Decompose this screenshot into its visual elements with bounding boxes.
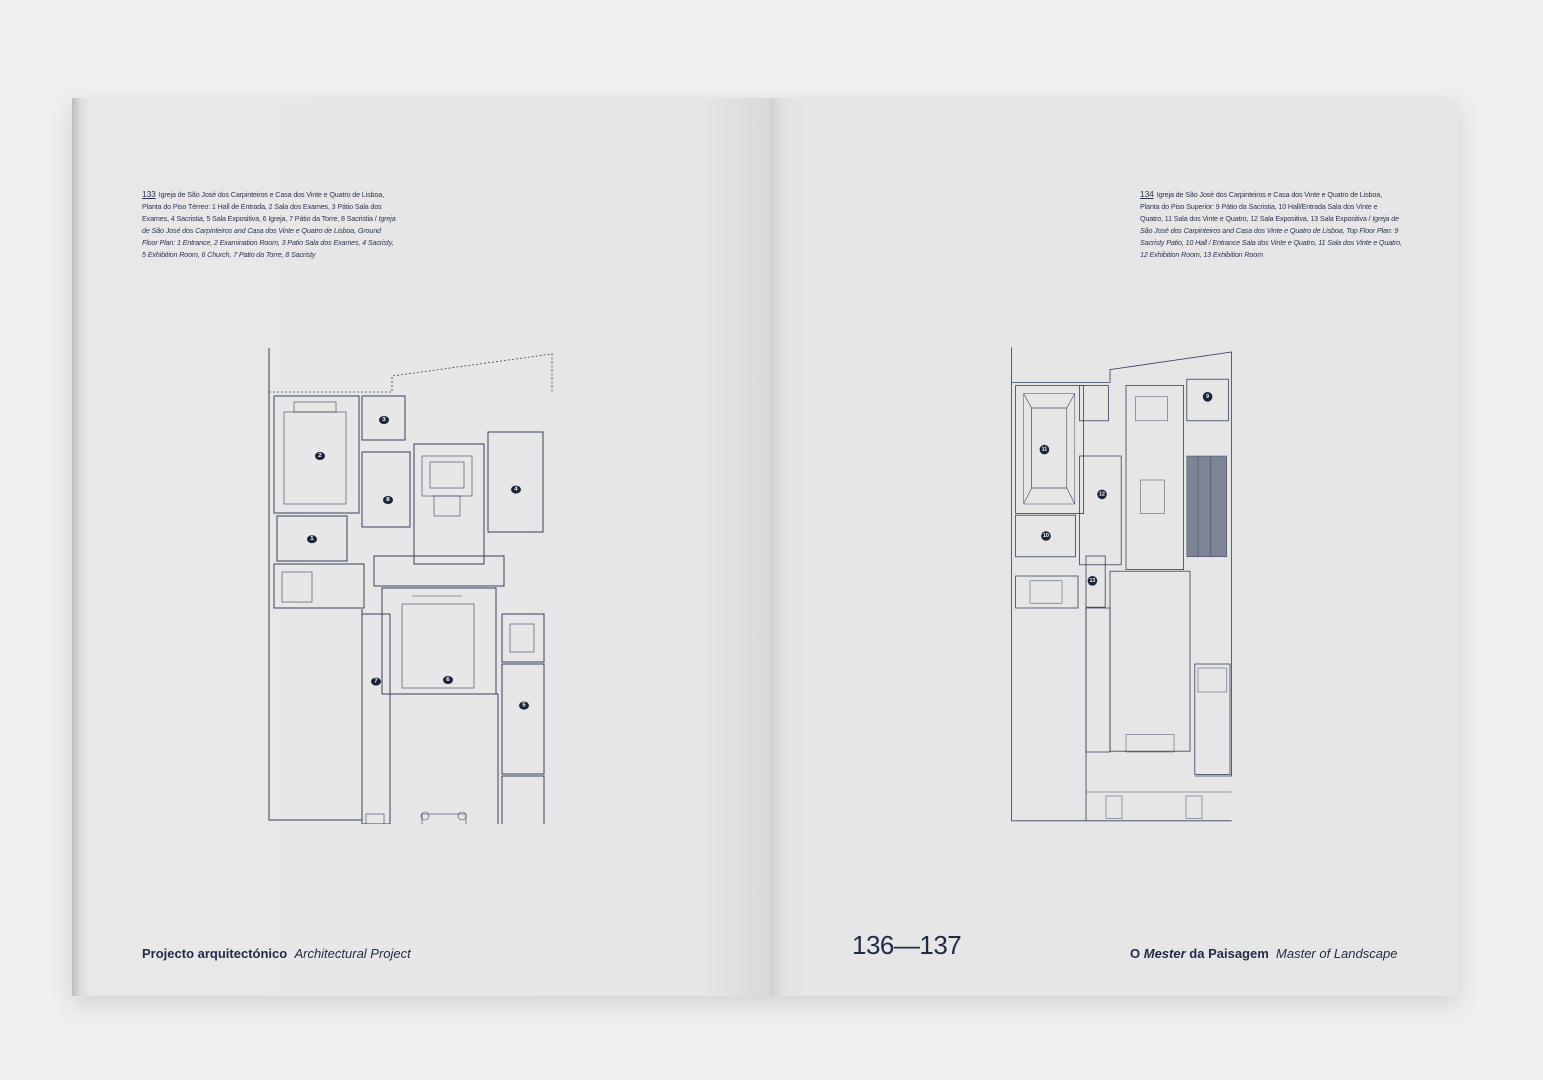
room-labels: 9 10 11 12 13 bbox=[1039, 392, 1213, 586]
room-label-12: 12 bbox=[1097, 489, 1107, 500]
svg-text:10: 10 bbox=[1043, 533, 1049, 539]
svg-text:7: 7 bbox=[374, 679, 378, 684]
room-label-8: 8 bbox=[383, 496, 393, 504]
svg-text:1: 1 bbox=[310, 537, 314, 542]
room-label-4: 4 bbox=[511, 485, 521, 494]
caption-text-en: Igreja de São José dos Carpinteiros and … bbox=[142, 214, 396, 259]
svg-text:6: 6 bbox=[446, 677, 450, 682]
svg-text:8: 8 bbox=[386, 497, 390, 502]
plan-walls bbox=[268, 348, 553, 824]
room-label-7: 7 bbox=[371, 677, 381, 686]
svg-text:2: 2 bbox=[318, 453, 322, 458]
footer-da-paisagem: da Paisagem bbox=[1189, 946, 1269, 961]
page-edge bbox=[72, 98, 80, 996]
plan-walls bbox=[1011, 347, 1232, 822]
footer-o: O bbox=[1130, 946, 1141, 961]
ground-floor-plan: 1 2 3 4 5 6 7 8 bbox=[268, 348, 553, 824]
svg-text:4: 4 bbox=[514, 487, 518, 492]
caption-text-pt: Igreja de São José dos Carpinteiros e Ca… bbox=[1140, 190, 1382, 223]
footer-title-en: Master of Landscape bbox=[1276, 946, 1398, 961]
room-label-2: 2 bbox=[315, 452, 325, 460]
left-footer: Projecto arquitectónico Architectural Pr… bbox=[142, 946, 411, 961]
svg-text:9: 9 bbox=[1206, 394, 1209, 400]
caption-number: 134 bbox=[1140, 189, 1154, 199]
caption-text-en: Igreja de São José dos Carpinteiros and … bbox=[1140, 214, 1402, 259]
room-label-3: 3 bbox=[379, 416, 389, 424]
room-labels: 1 2 3 4 5 6 7 8 bbox=[307, 416, 529, 710]
svg-text:5: 5 bbox=[522, 703, 526, 708]
svg-text:3: 3 bbox=[382, 417, 386, 422]
room-label-6: 6 bbox=[443, 676, 453, 684]
svg-text:13: 13 bbox=[1090, 578, 1096, 584]
page-numbers: 136—137 bbox=[852, 930, 962, 960]
top-floor-plan: 9 10 11 12 13 bbox=[1011, 347, 1232, 822]
footer-mester: Mester bbox=[1143, 946, 1186, 961]
footer-title-en: Architectural Project bbox=[294, 946, 411, 961]
caption-text-pt: Igreja de São José dos Carpinteiros e Ca… bbox=[142, 190, 384, 223]
svg-text:11: 11 bbox=[1042, 447, 1048, 453]
room-label-1: 1 bbox=[307, 535, 317, 544]
room-label-9: 9 bbox=[1202, 392, 1213, 402]
right-footer: O Mester da Paisagem Master of Landscape bbox=[1130, 946, 1397, 961]
room-label-13: 13 bbox=[1087, 576, 1098, 586]
room-label-11: 11 bbox=[1039, 444, 1050, 455]
room-label-10: 10 bbox=[1041, 531, 1051, 541]
footer-title-pt: Projecto arquitectónico bbox=[142, 946, 288, 961]
caption-number: 133 bbox=[142, 189, 156, 199]
room-label-5: 5 bbox=[519, 701, 529, 710]
svg-text:12: 12 bbox=[1099, 491, 1105, 497]
